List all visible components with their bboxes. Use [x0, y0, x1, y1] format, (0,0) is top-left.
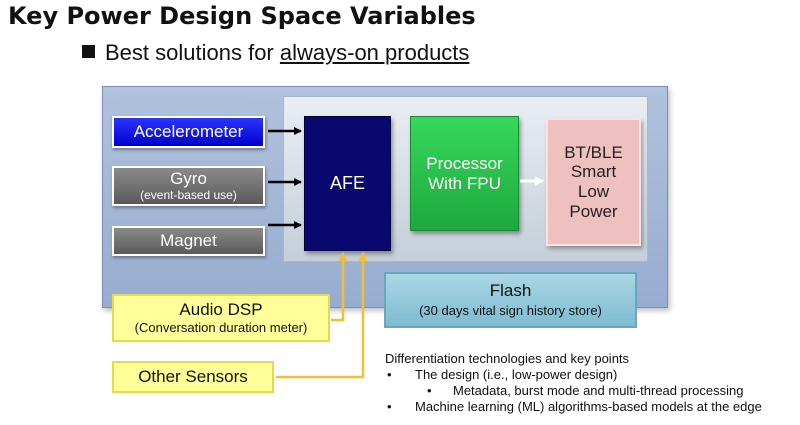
- gyro-block: Gyro (event-based use): [112, 166, 265, 206]
- notes-heading: Differentiation technologies and key poi…: [385, 351, 630, 366]
- flash-note: (30 days vital sign history store): [419, 302, 602, 318]
- notes-point-design-sub: • Metadata, burst mode and multi-thread p…: [385, 383, 762, 399]
- other-sensors-block: Other Sensors: [112, 361, 274, 393]
- notes-point-design-text: The design (i.e., low-power design): [415, 367, 618, 382]
- subtitle-emphasis: always-on products: [279, 40, 470, 65]
- bt-ble-block: BT/BLE Smart Low Power: [546, 118, 641, 246]
- bt-label-line4: Power: [569, 201, 618, 221]
- audio-dsp-block: Audio DSP (Conversation duration meter): [112, 294, 330, 342]
- bullet-icon: •: [387, 399, 392, 414]
- subtitle: Best solutions for always-on products: [82, 40, 469, 66]
- gyro-note: (event-based use): [140, 187, 237, 202]
- audio-dsp-label: Audio DSP: [179, 299, 263, 319]
- notes-point-ml-text: Machine learning (ML) algorithms-based m…: [415, 399, 762, 414]
- bullet-icon: •: [427, 383, 432, 398]
- notes-point-design: • The design (i.e., low-power design): [385, 367, 762, 383]
- processor-label-line2: With FPU: [428, 173, 501, 193]
- gyro-label: Gyro: [170, 169, 207, 189]
- afe-label: AFE: [329, 173, 365, 194]
- audio-to-afe-wire: [331, 252, 348, 322]
- bullet-icon: •: [387, 367, 392, 382]
- bt-label-line3: Low: [577, 182, 610, 201]
- page-title: Key Power Design Space Variables: [8, 2, 476, 30]
- accelerometer-label: Accelerometer: [133, 122, 244, 142]
- afe-block: AFE: [304, 116, 391, 251]
- bt-label-line1: BT/BLE: [564, 142, 623, 162]
- subtitle-prefix: Best solutions for: [105, 40, 280, 65]
- processor-block: Processor With FPU: [410, 116, 519, 231]
- magnet-block: Magnet: [112, 226, 265, 256]
- bt-label-line2: Smart: [570, 162, 617, 182]
- other-sensors-label: Other Sensors: [138, 367, 248, 387]
- square-bullet-icon: [82, 45, 95, 58]
- notes-point-ml: • Machine learning (ML) algorithms-based …: [385, 399, 762, 415]
- flash-label: Flash: [489, 281, 532, 301]
- audio-dsp-note: (Conversation duration meter): [134, 320, 308, 336]
- magnet-label: Magnet: [160, 231, 217, 251]
- other-sensors-to-afe-wire: [276, 252, 368, 379]
- notes-block: Differentiation technologies and key poi…: [385, 351, 762, 415]
- processor-label-line1: Processor: [426, 153, 503, 173]
- flash-block: Flash (30 days vital sign history store): [384, 272, 637, 328]
- notes-point-design-sub-text: Metadata, burst mode and multi-thread pr…: [453, 383, 744, 398]
- accelerometer-block: Accelerometer: [112, 116, 265, 148]
